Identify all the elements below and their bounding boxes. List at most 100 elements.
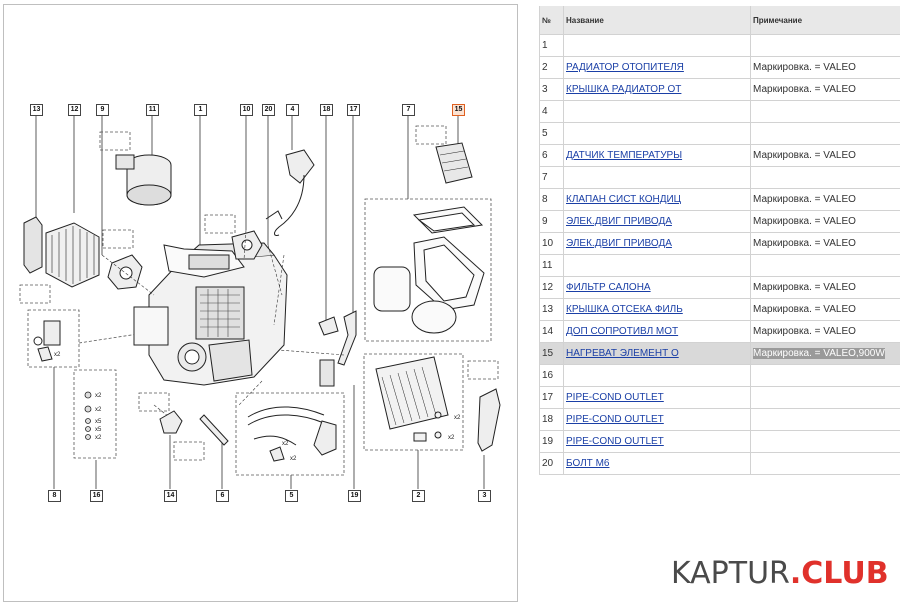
callout-16[interactable]: 16 xyxy=(90,490,103,502)
header-num: № xyxy=(539,6,564,35)
row-name-cell xyxy=(563,254,751,277)
row-note-cell xyxy=(750,34,900,57)
callout-14[interactable]: 14 xyxy=(164,490,177,502)
part-name-link[interactable]: PIPE-COND OUTLET xyxy=(566,414,664,425)
part-note: Маркировка. = VALEO,900W xyxy=(753,348,885,359)
callout-13[interactable]: 13 xyxy=(30,104,43,116)
callout-20[interactable]: 20 xyxy=(262,104,275,116)
table-header-row: № Название Примечание xyxy=(539,6,900,35)
header-name[interactable]: Название xyxy=(563,6,751,35)
row-note-cell: Маркировка. = VALEO xyxy=(750,320,900,343)
callout-6[interactable]: 6 xyxy=(216,490,229,502)
callout-7[interactable]: 7 xyxy=(402,104,415,116)
row-note-cell xyxy=(750,254,900,277)
row-number: 5 xyxy=(539,122,564,145)
table-row[interactable]: 1 xyxy=(539,34,900,57)
callout-1[interactable]: 1 xyxy=(194,104,207,116)
row-name-cell: PIPE-COND OUTLET xyxy=(563,386,751,409)
quantity-label: x2 xyxy=(454,415,461,421)
row-name-cell: ЭЛЕК.ДВИГ ПРИВОДА xyxy=(563,232,751,255)
table-row[interactable]: 4 xyxy=(539,100,900,123)
part-name-link[interactable]: БОЛТ M6 xyxy=(566,458,610,469)
callout-9[interactable]: 9 xyxy=(96,104,109,116)
row-note-cell: Маркировка. = VALEO xyxy=(750,276,900,299)
part-name-link[interactable]: ФИЛЬТР САЛОНА xyxy=(566,282,651,293)
row-note-cell xyxy=(750,100,900,123)
part-name-link[interactable]: ЭЛЕК.ДВИГ ПРИВОДА xyxy=(566,238,672,249)
part-note: Маркировка. = VALEO xyxy=(753,194,856,205)
part-note: Маркировка. = VALEO xyxy=(753,326,856,337)
callout-5[interactable]: 5 xyxy=(285,490,298,502)
part-note: Маркировка. = VALEO xyxy=(753,282,856,293)
part-name-link[interactable]: PIPE-COND OUTLET xyxy=(566,392,664,403)
part-note: Маркировка. = VALEO xyxy=(753,216,856,227)
callout-10[interactable]: 10 xyxy=(240,104,253,116)
callout-12[interactable]: 12 xyxy=(68,104,81,116)
row-number: 17 xyxy=(539,386,564,409)
part-name-link[interactable]: РАДИАТОР ОТОПИТЕЛЯ xyxy=(566,62,684,73)
row-name-cell: КЛАПАН СИСТ КОНДИЦ xyxy=(563,188,751,211)
header-note[interactable]: Примечание xyxy=(750,6,900,35)
part-name-link[interactable]: КРЫШКА РАДИАТОР ОТ xyxy=(566,84,682,95)
table-row[interactable]: 5 xyxy=(539,122,900,145)
part-name-link[interactable]: PIPE-COND OUTLET xyxy=(566,436,664,447)
quantity-label: x2 xyxy=(282,441,289,447)
row-name-cell: ДОП СОПРОТИВЛ МОТ xyxy=(563,320,751,343)
quantity-label: x5 xyxy=(95,419,102,425)
callout-2[interactable]: 2 xyxy=(412,490,425,502)
row-name-cell xyxy=(563,122,751,145)
row-note-cell: Маркировка. = VALEO xyxy=(750,188,900,211)
table-row[interactable]: 7 xyxy=(539,166,900,189)
callout-3[interactable]: 3 xyxy=(478,490,491,502)
table-row[interactable]: 11 xyxy=(539,254,900,277)
quantity-label: x2 xyxy=(448,435,455,441)
part-name-link[interactable]: НАГРЕВАТ ЭЛЕМЕНТ О xyxy=(566,348,679,359)
part-name-link[interactable]: КЛАПАН СИСТ КОНДИЦ xyxy=(566,194,682,205)
callout-18[interactable]: 18 xyxy=(320,104,333,116)
callout-15[interactable]: 15 xyxy=(452,104,465,116)
row-note-cell xyxy=(750,408,900,431)
row-note-cell: Маркировка. = VALEO xyxy=(750,56,900,79)
row-number: 3 xyxy=(539,78,564,101)
row-note-cell: Маркировка. = VALEO xyxy=(750,298,900,321)
row-name-cell: КРЫШКА ОТСЕКА ФИЛЬ xyxy=(563,298,751,321)
part-note: Маркировка. = VALEO xyxy=(753,150,856,161)
row-name-cell: PIPE-COND OUTLET xyxy=(563,408,751,431)
logo-text-main: KAPTUR xyxy=(671,556,790,591)
callout-8[interactable]: 8 xyxy=(48,490,61,502)
part-name-link[interactable]: ДОП СОПРОТИВЛ МОТ xyxy=(566,326,679,337)
row-note-cell xyxy=(750,364,900,387)
row-number: 4 xyxy=(539,100,564,123)
callout-17[interactable]: 17 xyxy=(347,104,360,116)
callout-11[interactable]: 11 xyxy=(146,104,159,116)
row-note-cell: Маркировка. = VALEO xyxy=(750,210,900,233)
part-name-link[interactable]: КРЫШКА ОТСЕКА ФИЛЬ xyxy=(566,304,683,315)
row-number: 6 xyxy=(539,144,564,167)
part-name-link[interactable]: ЭЛЕК.ДВИГ ПРИВОДА xyxy=(566,216,672,227)
part-name-link[interactable]: ДАТЧИК ТЕМПЕРАТУРЫ xyxy=(566,150,683,161)
row-number: 14 xyxy=(539,320,564,343)
callout-19[interactable]: 19 xyxy=(348,490,361,502)
row-number: 16 xyxy=(539,364,564,387)
quantity-label: x2 xyxy=(95,407,102,413)
site-logo[interactable]: KAPTUR.CLUB xyxy=(671,556,889,591)
row-number: 2 xyxy=(539,56,564,79)
callout-4[interactable]: 4 xyxy=(286,104,299,116)
table-row[interactable]: 16 xyxy=(539,364,900,387)
row-name-cell: НАГРЕВАТ ЭЛЕМЕНТ О xyxy=(563,342,751,365)
part-note: Маркировка. = VALEO xyxy=(753,238,856,249)
